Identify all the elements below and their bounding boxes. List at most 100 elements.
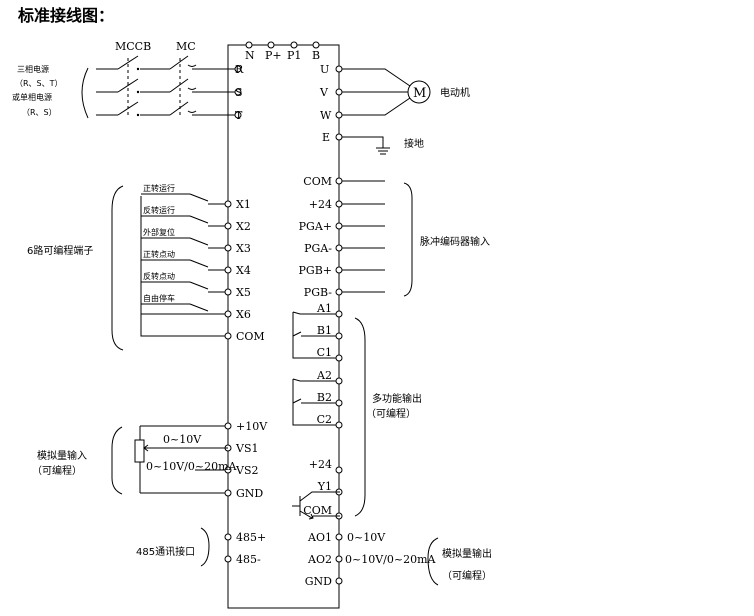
analog-in-terminal-label: VS1 <box>235 442 258 455</box>
analog-in-sub: （可编程） <box>32 464 82 477</box>
analog-out-terminal-label: AO2 <box>307 553 332 566</box>
motor-terminal-label: U <box>320 63 329 76</box>
encoder-terminal-label: COM <box>303 175 332 188</box>
motor-symbol <box>407 80 431 104</box>
terminal-e <box>335 133 343 141</box>
oc-terminal-label: Y1 <box>317 480 332 493</box>
input-terminal-label: S <box>235 86 243 99</box>
top-terminal-label: B <box>312 49 320 62</box>
oc-terminal-label: COM <box>303 504 332 517</box>
analog-in-terminal <box>224 489 232 497</box>
x-terminal-label: X2 <box>236 220 251 233</box>
earth-section: E 接地 <box>322 131 424 155</box>
motor-terminal-label: W <box>320 109 332 122</box>
x-terminal <box>224 266 232 274</box>
switch-label: 反转点动 <box>143 271 175 281</box>
terminal-p1 <box>290 41 298 49</box>
comm-label: 485通讯接口 <box>136 545 195 558</box>
relay-terminal <box>335 354 343 362</box>
comm-terminal <box>224 555 232 563</box>
encoder-label: 脉冲编码器输入 <box>420 235 490 248</box>
encoder-terminal <box>335 222 343 230</box>
program-input-section: 6路可编程端子 X1X2X3X4X5X6COM正转运行反转运行外部复位正转点动反… <box>27 183 265 351</box>
analog-in-terminal-label: VS2 <box>235 464 258 477</box>
relay-terminal <box>335 421 343 429</box>
diagram-title: 标准接线图： <box>17 6 114 25</box>
oc-terminal-label: +24 <box>309 458 332 471</box>
encoder-terminal-label: +24 <box>309 198 332 211</box>
relay-terminal <box>335 310 343 318</box>
terminal-u <box>335 65 343 73</box>
analog-out-label: 模拟量输出 <box>442 547 492 560</box>
earth-label: 接地 <box>404 137 424 150</box>
motor-letter: M <box>413 86 426 101</box>
power-input-section: 三相电源 （R、S、T） 或单相电源 （R、S） MCCB MC R S T <box>12 40 244 122</box>
analog-out-terminal-label: GND <box>305 575 332 588</box>
input-terminal-label: R <box>235 63 244 76</box>
analog-in-terminal-label: +10V <box>236 420 268 433</box>
encoder-terminal <box>335 200 343 208</box>
x-terminal-label: X5 <box>236 286 251 299</box>
top-terminal-label: N <box>245 49 255 62</box>
analog-out-sub: （可编程） <box>442 569 492 582</box>
x-terminal <box>224 222 232 230</box>
switch-label: 自由停车 <box>143 293 175 303</box>
potentiometer <box>134 439 145 463</box>
analog-in-range: 0~10V/0~20mA <box>146 460 238 473</box>
program-input-label: 6路可编程端子 <box>27 244 93 257</box>
encoder-terminal <box>335 177 343 185</box>
oc-terminal <box>335 466 343 474</box>
top-terminal-label: P+ <box>265 49 282 62</box>
relay-terminal-label: B1 <box>317 324 332 337</box>
analog-out-terminal <box>335 533 343 541</box>
encoder-terminal <box>335 288 343 296</box>
top-terminal-label: P1 <box>287 49 301 62</box>
encoder-terminal-label: PGA- <box>304 242 332 255</box>
x-terminal <box>224 288 232 296</box>
encoder-terminal-label: PGB+ <box>299 264 333 277</box>
terminal-s <box>234 88 242 96</box>
relay-terminal <box>335 377 343 385</box>
comm-terminal-label: 485- <box>236 553 261 566</box>
comm-terminal <box>224 533 232 541</box>
terminal-r <box>234 65 242 73</box>
mc-label: MC <box>176 40 196 53</box>
switch-label: 正转点动 <box>143 249 175 259</box>
multi-output-sub: （可编程） <box>366 407 416 420</box>
x-terminal <box>224 200 232 208</box>
power-input-label: （R、S） <box>22 108 57 117</box>
switch-label: 正转运行 <box>143 183 175 193</box>
switch-label: 外部复位 <box>143 227 175 237</box>
analog-out-terminal-label: AO1 <box>307 531 332 544</box>
relay-terminal-label: C2 <box>317 413 332 426</box>
terminal-p-plus <box>267 41 275 49</box>
encoder-terminal <box>335 266 343 274</box>
x-terminal <box>224 310 232 318</box>
encoder-terminal-label: PGA+ <box>299 220 332 233</box>
power-input-label: （R、S、T） <box>15 79 63 88</box>
terminal-b <box>312 41 320 49</box>
terminal-v <box>335 88 343 96</box>
relay-terminal <box>335 399 343 407</box>
analog-out-terminal <box>335 577 343 585</box>
x-terminal-label: X1 <box>236 198 251 211</box>
x-terminal-label: COM <box>236 330 265 343</box>
analog-out-range: 0~10V <box>347 531 386 544</box>
relay-terminal-label: C1 <box>317 346 332 359</box>
analog-in-label: 模拟量输入 <box>37 449 87 462</box>
mccb-label: MCCB <box>115 40 151 53</box>
comm-terminal-label: 485+ <box>236 531 266 544</box>
relay-terminal <box>335 332 343 340</box>
top-terminal-group: N P+ P1 B <box>245 41 320 62</box>
terminal-w <box>335 111 343 119</box>
motor-output-section: U V W M 电动机 <box>319 63 470 122</box>
motor-label: 电动机 <box>440 86 470 99</box>
analog-out-range: 0~10V/0~20mA <box>345 553 437 566</box>
analog-in-terminal-label: GND <box>236 487 263 500</box>
